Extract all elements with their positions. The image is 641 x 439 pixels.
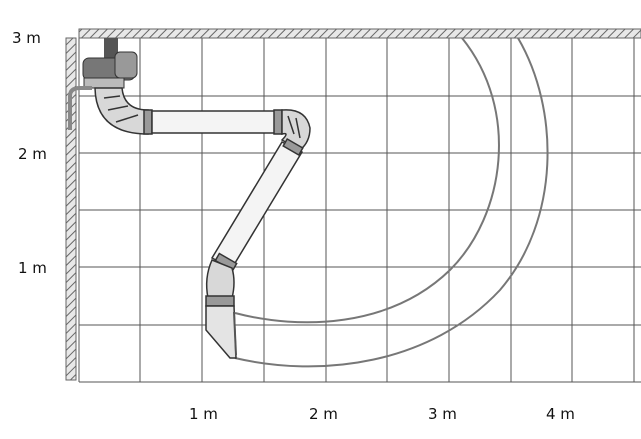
side-wall [65,37,77,381]
x-label-4m: 4 m [546,405,575,423]
extraction-arm-icon [94,87,311,307]
x-axis-labels: 1 m 2 m 3 m 4 m [189,405,575,423]
y-label-1m: 1 m [18,259,47,277]
grid [78,37,641,383]
y-label-3m: 3 m [12,29,41,47]
y-label-2m: 2 m [18,145,47,163]
fan-motor-icon [68,38,138,130]
y-axis-labels: 3 m 2 m 1 m [12,29,47,277]
hood-icon [205,305,237,359]
reach-arcs [234,37,549,368]
x-label-2m: 2 m [309,405,338,423]
x-label-3m: 3 m [428,405,457,423]
x-label-1m: 1 m [189,405,218,423]
ceiling-wall [78,28,641,39]
